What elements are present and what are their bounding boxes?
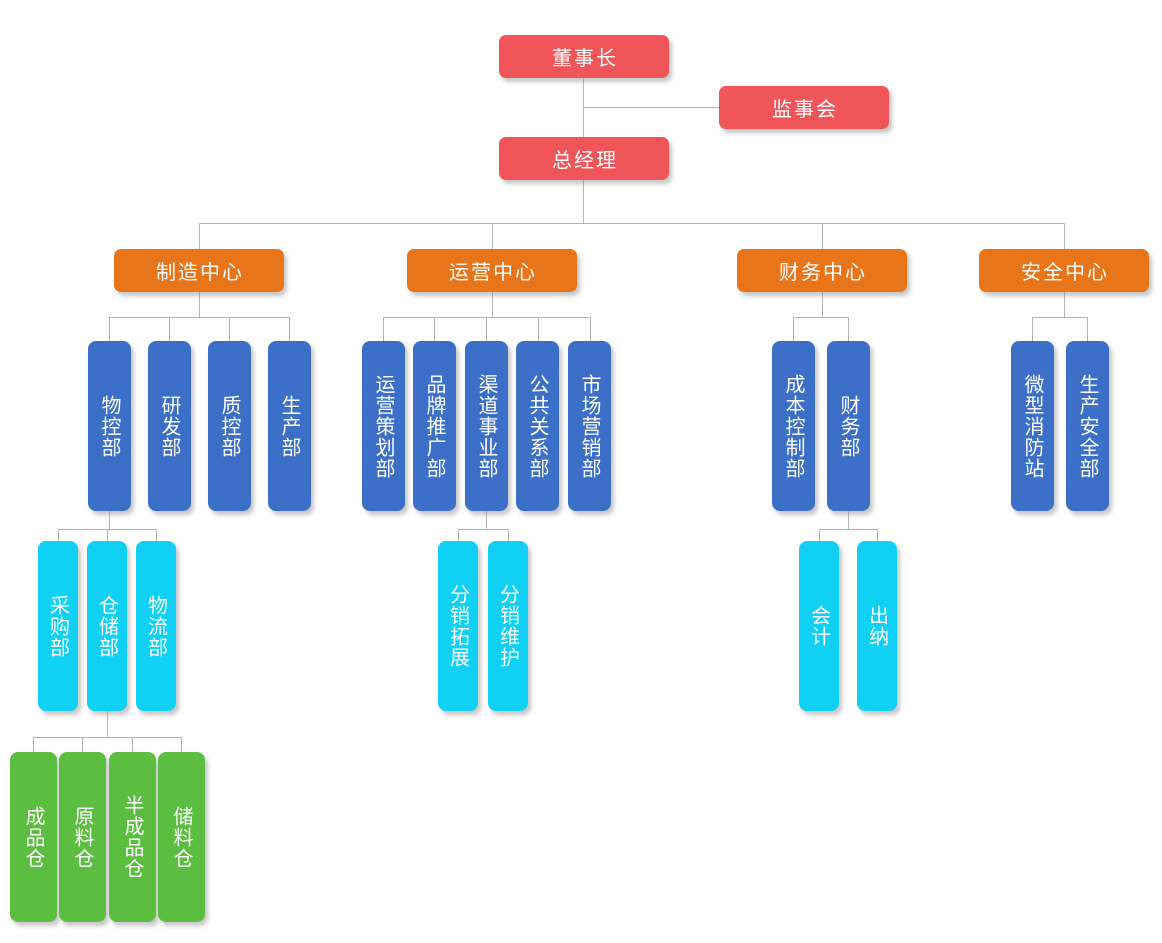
connector-line [109, 511, 110, 529]
connector-line [107, 711, 108, 737]
node-cashier[interactable]: 出纳 [857, 541, 897, 711]
connector-line [819, 529, 820, 541]
node-manufacturing-center[interactable]: 制造中心 [114, 249, 284, 292]
node-purchasing-dept[interactable]: 采购部 [38, 541, 78, 711]
connector-line [822, 292, 823, 317]
connector-line [486, 511, 487, 529]
connector-line [33, 737, 182, 738]
connector-line [538, 317, 539, 341]
node-micro-fire-station[interactable]: 微型消防站 [1011, 341, 1054, 511]
connector-line [199, 223, 1065, 224]
connector-line [822, 223, 823, 249]
connector-line [169, 317, 170, 341]
connector-line [492, 223, 493, 249]
node-finance-dept[interactable]: 财务部 [827, 341, 870, 511]
connector-line [508, 529, 509, 541]
node-operations-planning-dept[interactable]: 运营策划部 [362, 341, 405, 511]
connector-line [229, 317, 230, 341]
connector-line [1032, 317, 1088, 318]
node-brand-promotion-dept[interactable]: 品牌推广部 [413, 341, 456, 511]
connector-line [1032, 317, 1033, 341]
node-safety-center[interactable]: 安全中心 [979, 249, 1149, 292]
connector-line [583, 180, 584, 223]
connector-line [107, 529, 108, 541]
connector-line [819, 529, 878, 530]
node-operations-center[interactable]: 运营中心 [407, 249, 577, 292]
connector-line [793, 317, 849, 318]
node-quality-control-dept[interactable]: 质控部 [208, 341, 251, 511]
node-material-control-dept[interactable]: 物控部 [88, 341, 131, 511]
connector-line [848, 317, 849, 341]
connector-line [33, 737, 34, 752]
node-material-storage-warehouse[interactable]: 储料仓 [158, 752, 205, 922]
connector-line [199, 223, 200, 249]
node-finished-goods-warehouse[interactable]: 成品仓 [10, 752, 57, 922]
connector-line [1064, 292, 1065, 317]
connector-line [132, 737, 133, 752]
node-channel-business-dept[interactable]: 渠道事业部 [465, 341, 508, 511]
connector-line [383, 317, 384, 341]
connector-line [156, 529, 157, 541]
node-distribution-maintenance[interactable]: 分销维护 [488, 541, 528, 711]
connector-line [583, 107, 719, 108]
connector-line [109, 317, 290, 318]
connector-line [458, 529, 509, 530]
node-chairman[interactable]: 董事长 [499, 35, 669, 78]
node-distribution-expansion[interactable]: 分销拓展 [438, 541, 478, 711]
node-cost-control-dept[interactable]: 成本控制部 [772, 341, 815, 511]
connector-line [877, 529, 878, 541]
node-general-manager[interactable]: 总经理 [499, 137, 669, 180]
connector-line [458, 529, 459, 541]
connector-line [434, 317, 435, 341]
connector-line [82, 737, 83, 752]
connector-line [848, 511, 849, 529]
node-rnd-dept[interactable]: 研发部 [148, 341, 191, 511]
node-production-safety-dept[interactable]: 生产安全部 [1066, 341, 1109, 511]
node-warehousing-dept[interactable]: 仓储部 [87, 541, 127, 711]
connector-line [181, 737, 182, 752]
connector-line [58, 529, 59, 541]
node-supervisory-board[interactable]: 监事会 [719, 86, 889, 129]
connector-line [793, 317, 794, 341]
connector-line [289, 317, 290, 341]
connector-line [486, 317, 487, 341]
node-public-relations-dept[interactable]: 公共关系部 [516, 341, 559, 511]
connector-line [1064, 223, 1065, 249]
node-finance-center[interactable]: 财务中心 [737, 249, 907, 292]
node-logistics-dept[interactable]: 物流部 [136, 541, 176, 711]
node-marketing-dept[interactable]: 市场营销部 [568, 341, 611, 511]
connector-line [1087, 317, 1088, 341]
node-production-dept[interactable]: 生产部 [268, 341, 311, 511]
connector-line [492, 292, 493, 317]
node-raw-material-warehouse[interactable]: 原料仓 [59, 752, 106, 922]
node-semi-finished-warehouse[interactable]: 半成品仓 [109, 752, 156, 922]
connector-line [109, 317, 110, 341]
connector-line [590, 317, 591, 341]
node-accounting[interactable]: 会计 [799, 541, 839, 711]
connector-line [199, 292, 200, 317]
